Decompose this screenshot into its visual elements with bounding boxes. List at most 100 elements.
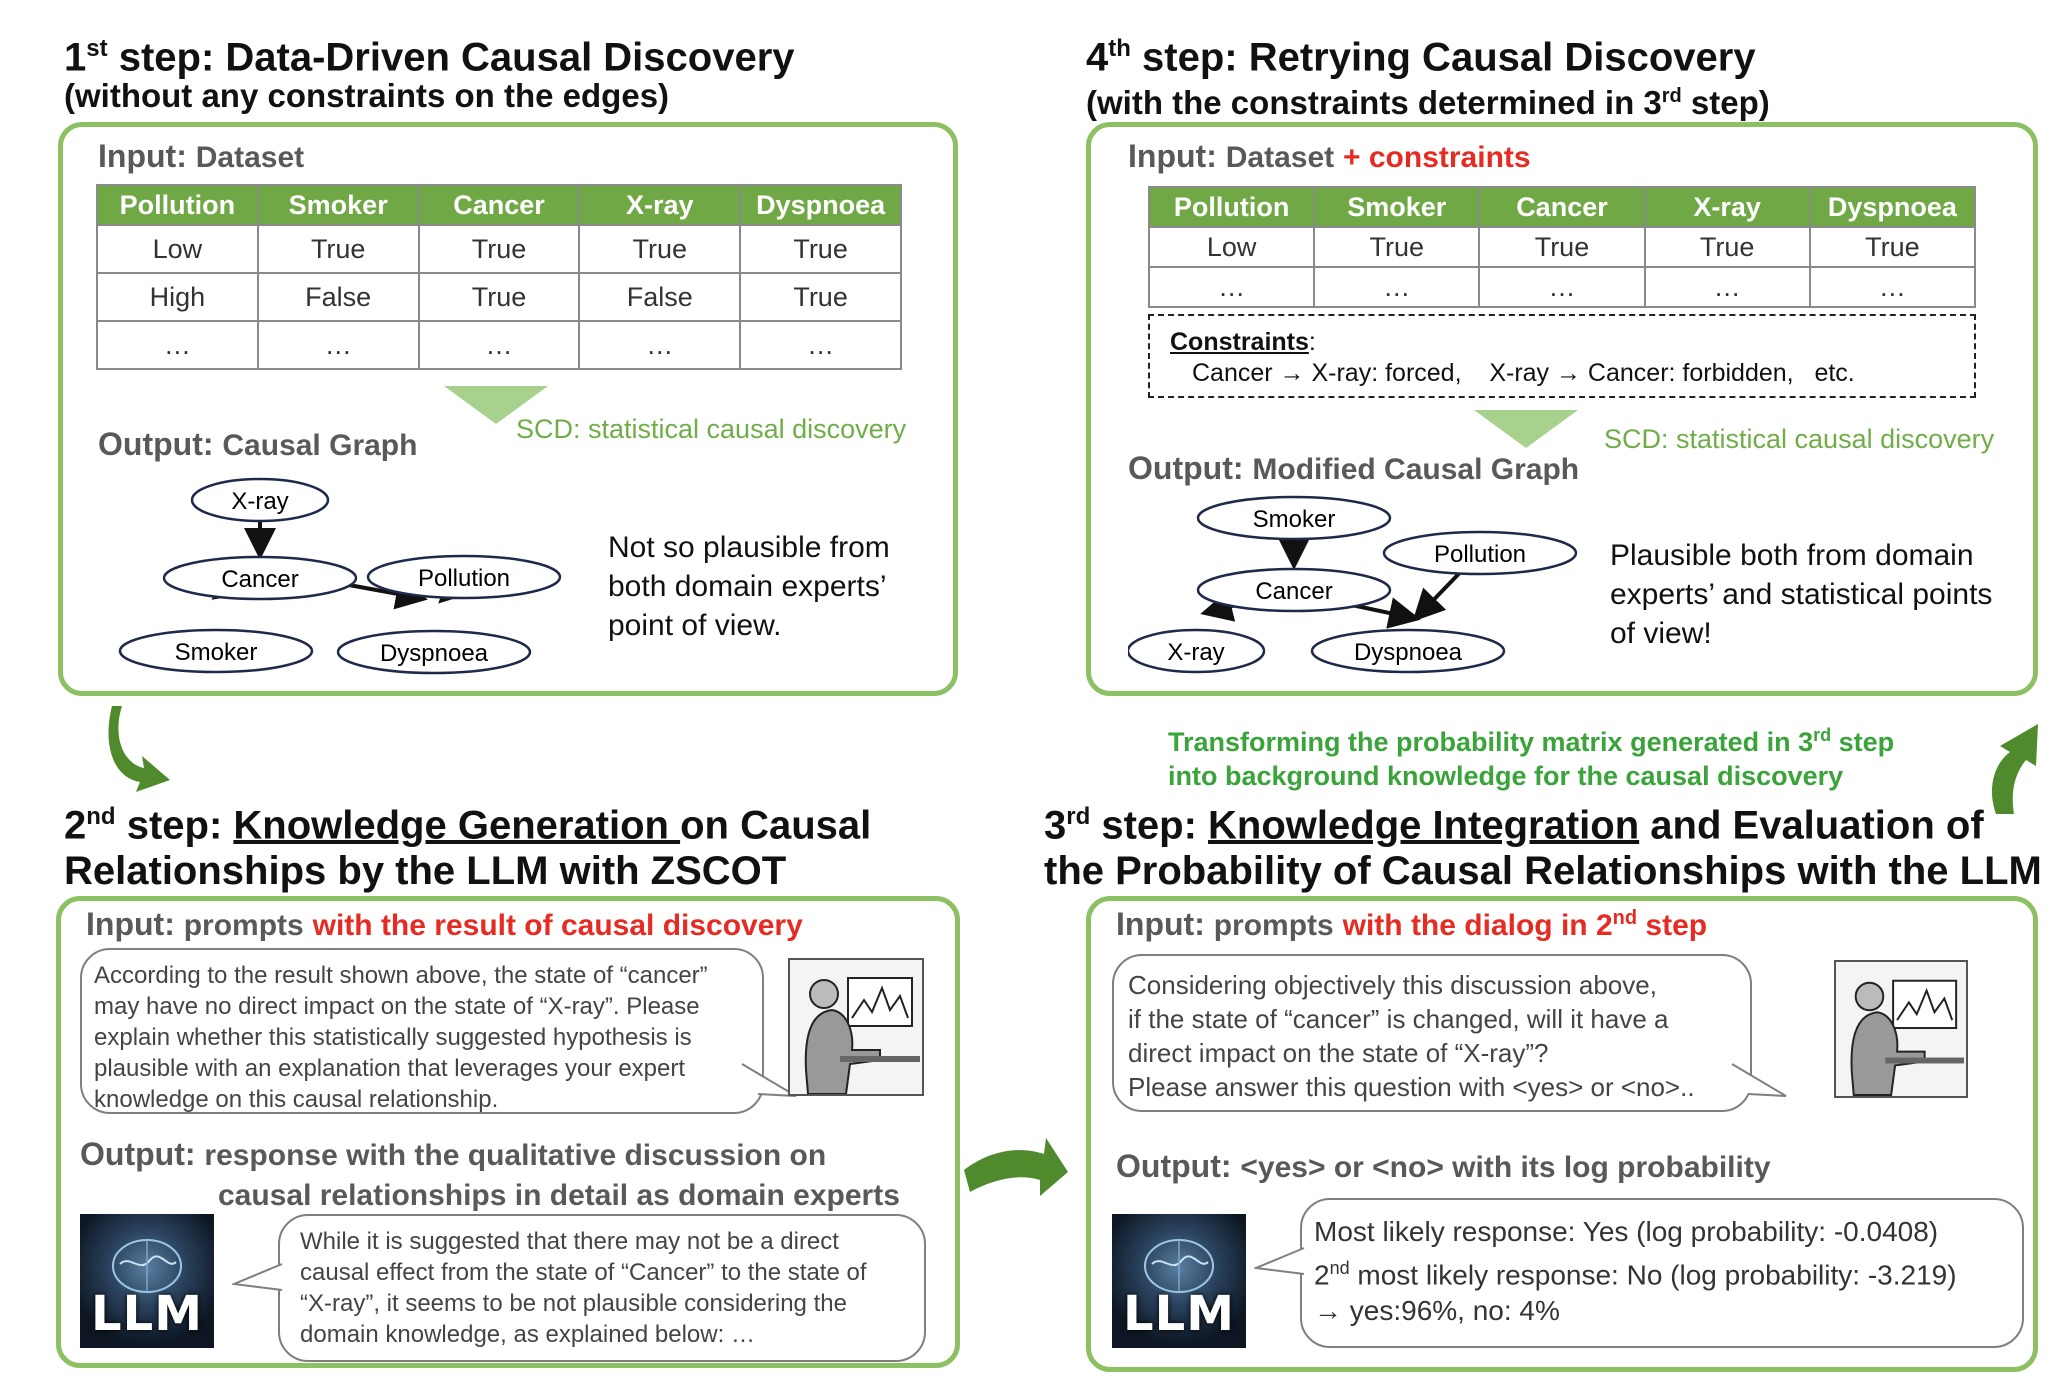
col-header-pollution: Pollution xyxy=(1147,186,1316,228)
step3-prompt-bubble-tail xyxy=(1731,1063,1787,1097)
researcher-sketch-image xyxy=(1834,960,1968,1098)
step1-scd-label: SCD: statistical causal discovery xyxy=(516,414,907,444)
step4-note: Plausible both from domain experts’ and … xyxy=(1610,539,1993,650)
curved-arrow-step1-to-step2 xyxy=(108,706,170,792)
table-cell: Low xyxy=(1147,226,1316,268)
response-line: causal effect from the state of “Cancer”… xyxy=(300,1259,867,1286)
node-pollution: Pollution xyxy=(1382,530,1578,576)
step2-prompt-bubble: According to the result shown above, the… xyxy=(80,948,764,1114)
step4-input-label: Input: Dataset + constraints xyxy=(1128,138,1531,174)
col-header-pollution: Pollution xyxy=(96,184,259,226)
col-header-xray: X-ray xyxy=(578,184,742,226)
table-cell: Low xyxy=(96,224,259,274)
step3-response-bubble: Most likely response: Yes (log probabili… xyxy=(1300,1198,2024,1348)
prompt-line: if the state of “cancer” is changed, wil… xyxy=(1128,1004,1669,1034)
prompt-line: plausible with an explanation that lever… xyxy=(94,1055,686,1082)
col-header-cancer: Cancer xyxy=(1478,186,1646,228)
col-header-dyspnoea: Dyspnoea xyxy=(739,184,902,226)
table-row: … … … … … xyxy=(96,320,902,370)
step2-output-label: Output: response with the qualitative di… xyxy=(80,1136,900,1212)
prompt-line: explain whether this statistically sugge… xyxy=(94,1024,692,1051)
step3-title: 3rd step: Knowledge Integration and Eval… xyxy=(1044,803,2042,894)
table-cell: … xyxy=(96,320,259,370)
table-cell: False xyxy=(578,272,742,322)
step1-output-label: Output: Causal Graph xyxy=(98,426,418,462)
constraints-title: Constraints xyxy=(1170,328,1309,356)
svg-text:Dyspnoea: Dyspnoea xyxy=(380,640,489,667)
step3-prompt-bubble: Considering objectively this discussion … xyxy=(1112,954,1752,1112)
step3-output-label: Output: <yes> or <no> with its log proba… xyxy=(1116,1148,1771,1184)
table-cell: … xyxy=(578,320,742,370)
svg-text:X-ray: X-ray xyxy=(1167,639,1224,666)
col-header-smoker: Smoker xyxy=(256,184,420,226)
step1-causal-graph: X-ray Cancer Pollution Smoker Dyspnoea xyxy=(118,477,562,675)
prompt-line: Considering objectively this discussion … xyxy=(1128,970,1657,1000)
table-cell: True xyxy=(256,224,420,274)
step1-input-label: Input: Dataset xyxy=(98,138,305,174)
step4-dataset-table: Pollution Smoker Cancer X-ray Dyspnoea L… xyxy=(1147,186,1977,308)
table-cell: True xyxy=(417,272,581,322)
prompt-line: may have no direct impact on the state o… xyxy=(94,993,700,1020)
table-cell: True xyxy=(1313,226,1481,268)
step1-subtitle: (without any constraints on the edges) xyxy=(64,77,670,114)
node-smoker: Smoker xyxy=(118,628,314,674)
prompt-line: According to the result shown above, the… xyxy=(94,962,708,989)
table-cell: True xyxy=(578,224,742,274)
col-header-smoker: Smoker xyxy=(1313,186,1481,228)
node-xray: X-ray xyxy=(1128,628,1266,674)
step1-note: Not so plausible from both domain expert… xyxy=(608,531,890,642)
curved-arrow-step3-to-step4 xyxy=(1991,724,2038,814)
llm-brain-image: LLM xyxy=(1112,1214,1246,1348)
table-cell: … xyxy=(256,320,420,370)
response-line: “X-ray”, it seems to be not plausible co… xyxy=(300,1290,847,1317)
table-row: Low True True True True xyxy=(1147,226,1977,268)
col-header-dyspnoea: Dyspnoea xyxy=(1808,186,1977,228)
node-dyspnoea: Dyspnoea xyxy=(1310,628,1506,674)
svg-text:X-ray: X-ray xyxy=(231,488,288,515)
step2-prompt-bubble-tail xyxy=(741,1063,797,1097)
col-header-xray: X-ray xyxy=(1643,186,1811,228)
curved-arrow-step2-to-step3 xyxy=(964,1138,1068,1196)
step4-causal-graph: Smoker Pollution Cancer X-ray Dyspnoea xyxy=(1128,495,1578,674)
table-cell: … xyxy=(1478,266,1646,308)
node-cancer: Cancer xyxy=(1196,567,1392,613)
step1-down-arrow xyxy=(444,386,548,424)
table-row: High False True False True xyxy=(96,272,902,322)
step4-subtitle: (with the constraints determined in 3rd … xyxy=(1086,84,1770,121)
table-cell: … xyxy=(1808,266,1977,308)
step2-response-bubble-tail xyxy=(232,1263,283,1291)
step2-response-bubble: While it is suggested that there may not… xyxy=(278,1214,926,1362)
svg-text:Pollution: Pollution xyxy=(418,565,510,592)
table-cell: True xyxy=(739,272,902,322)
step3-response-bubble-tail xyxy=(1254,1247,1305,1275)
step4-scd-label: SCD: statistical causal discovery xyxy=(1604,424,1995,454)
step2-input-label: Input: prompts with the result of causal… xyxy=(86,906,803,942)
svg-text:Pollution: Pollution xyxy=(1434,541,1526,568)
step4-down-arrow xyxy=(1474,410,1578,448)
node-dyspnoea: Dyspnoea xyxy=(336,629,532,675)
table-cell: … xyxy=(1147,266,1316,308)
table-cell: True xyxy=(1808,226,1977,268)
response-line: 2nd most likely response: No (log probab… xyxy=(1314,1258,1957,1291)
svg-text:Smoker: Smoker xyxy=(175,639,258,666)
table-cell: … xyxy=(739,320,902,370)
step1-dataset-table: Pollution Smoker Cancer X-ray Dyspnoea L… xyxy=(96,184,902,370)
response-line: domain knowledge, as explained below: … xyxy=(300,1321,755,1348)
node-pollution: Pollution xyxy=(366,554,562,600)
response-line: While it is suggested that there may not… xyxy=(300,1228,839,1255)
table-cell: False xyxy=(256,272,420,322)
researcher-sketch-image xyxy=(788,958,924,1096)
table-cell: True xyxy=(417,224,581,274)
table-cell: True xyxy=(1643,226,1811,268)
transform-caption: Transforming the probability matrix gene… xyxy=(1168,725,1895,791)
node-smoker: Smoker xyxy=(1196,495,1392,541)
step3-input-label: Input: prompts with the dialog in 2nd st… xyxy=(1116,906,1708,942)
table-row: Low True True True True xyxy=(96,224,902,274)
svg-text:Cancer: Cancer xyxy=(1255,578,1332,605)
table-row: … … … … … xyxy=(1147,266,1977,308)
table-cell: True xyxy=(1478,226,1646,268)
svg-text:Dyspnoea: Dyspnoea xyxy=(1354,639,1463,666)
table-cell: True xyxy=(739,224,902,274)
svg-text:Cancer: Cancer xyxy=(221,566,298,593)
node-cancer: Cancer xyxy=(162,555,358,601)
